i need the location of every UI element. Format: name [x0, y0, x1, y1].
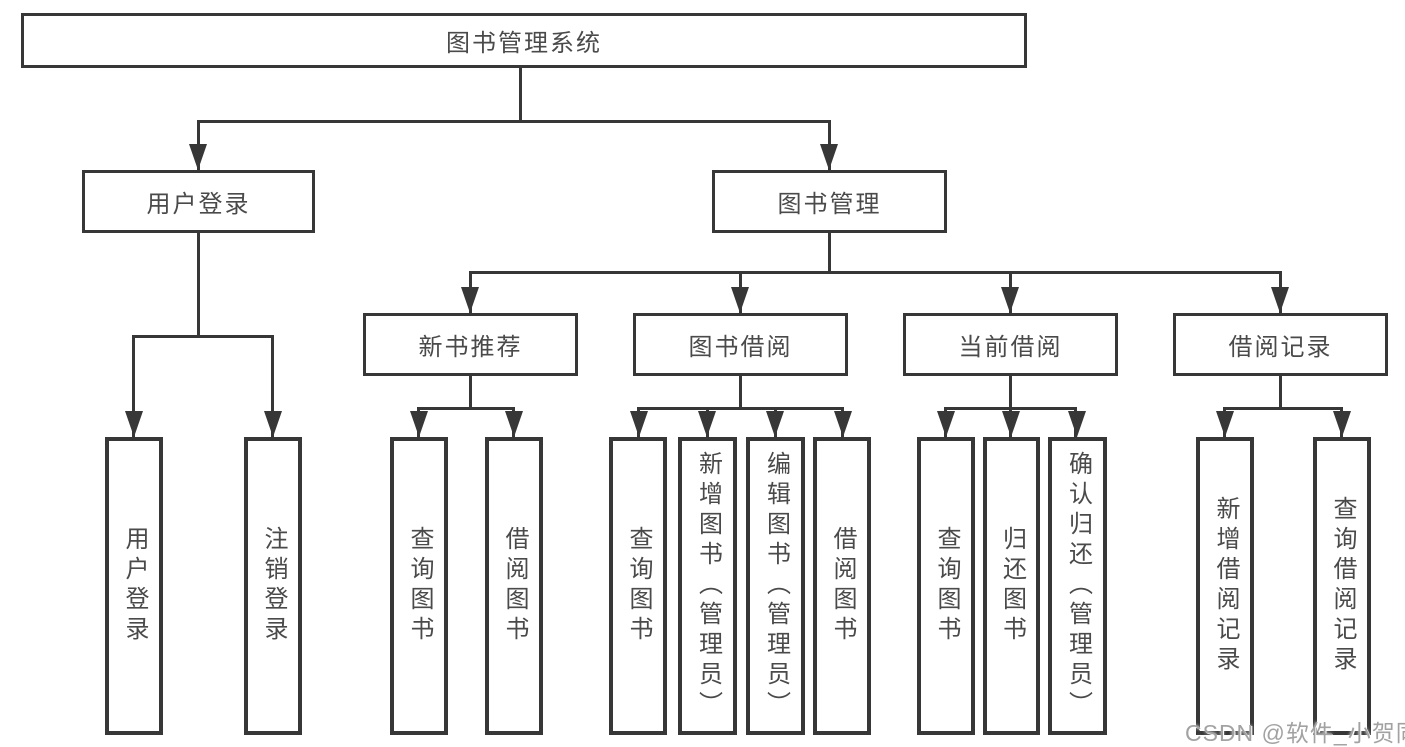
leaf-confirm-return-admin-label: 确认归还（管理员）	[1064, 451, 1092, 721]
arrowhead-icon	[125, 411, 143, 437]
connector-line	[417, 407, 515, 410]
leaf-add-borrow-record: 新增借阅记录	[1196, 437, 1254, 735]
connector-line	[197, 120, 831, 123]
connector-line	[271, 335, 274, 437]
leaf-borrow-books-recommend-label: 借阅图书	[501, 526, 528, 646]
leaf-query-books-borrowing: 查询图书	[609, 437, 667, 735]
leaf-query-books-recommend-label: 查询图书	[406, 526, 433, 646]
node-new-book-recommendation-label: 新书推荐	[418, 334, 523, 361]
leaf-borrow-books-borrowing-label: 借阅图书	[829, 526, 856, 646]
leaf-return-books-label: 归还图书	[998, 526, 1026, 646]
connector-line	[132, 335, 135, 437]
leaf-user-login: 用户登录	[105, 437, 163, 735]
connector-line	[739, 376, 742, 407]
leaf-query-borrow-record: 查询借阅记录	[1313, 437, 1371, 735]
leaf-query-borrow-record-label: 查询借阅记录	[1329, 496, 1356, 676]
node-book-management: 图书管理	[712, 170, 947, 233]
csdn-watermark: CSDN @软件_小贺同学	[1185, 720, 1405, 746]
arrowhead-icon	[505, 411, 523, 437]
node-library-system: 图书管理系统	[21, 13, 1027, 68]
arrowhead-icon	[937, 411, 955, 437]
arrowhead-icon	[264, 411, 282, 437]
connector-line	[828, 233, 831, 271]
connector-line	[519, 68, 522, 120]
connector-line	[1009, 376, 1012, 407]
node-borrowing-records: 借阅记录	[1173, 313, 1388, 376]
leaf-logout: 注销登录	[244, 437, 302, 735]
leaf-confirm-return-admin: 确认归还（管理员）	[1048, 437, 1107, 735]
arrowhead-icon	[189, 144, 207, 170]
connector-line	[132, 335, 274, 338]
arrowhead-icon	[1216, 411, 1234, 437]
leaf-query-books-recommend: 查询图书	[390, 437, 448, 735]
connector-line	[1279, 376, 1282, 407]
node-book-borrowing: 图书借阅	[633, 313, 848, 376]
arrowhead-icon	[834, 411, 852, 437]
arrowhead-icon	[1333, 411, 1351, 437]
node-library-system-label: 图书管理系统	[446, 30, 602, 57]
leaf-add-book-admin: 新增图书（管理员）	[678, 437, 737, 735]
arrowhead-icon	[766, 411, 784, 437]
node-book-management-label: 图书管理	[777, 191, 882, 218]
leaf-borrow-books-recommend: 借阅图书	[485, 437, 543, 735]
node-user-login: 用户登录	[82, 170, 315, 233]
arrowhead-icon	[698, 411, 716, 437]
arrowhead-icon	[461, 287, 479, 313]
leaf-add-book-admin-label: 新增图书（管理员）	[694, 451, 722, 721]
leaf-logout-label: 注销登录	[260, 526, 287, 646]
connector-line	[637, 407, 844, 410]
leaf-borrow-books-borrowing: 借阅图书	[813, 437, 871, 735]
leaf-return-books: 归还图书	[983, 437, 1040, 735]
node-current-borrowing: 当前借阅	[903, 313, 1118, 376]
connector-line	[469, 271, 1282, 274]
leaf-user-login-label: 用户登录	[121, 526, 148, 646]
leaf-query-books-borrowing-label: 查询图书	[625, 526, 652, 646]
node-book-borrowing-label: 图书借阅	[688, 334, 793, 361]
node-current-borrowing-label: 当前借阅	[958, 334, 1063, 361]
arrowhead-icon	[1002, 411, 1020, 437]
node-new-book-recommendation: 新书推荐	[363, 313, 578, 376]
node-borrowing-records-label: 借阅记录	[1228, 334, 1333, 361]
leaf-edit-book-admin-label: 编辑图书（管理员）	[762, 451, 790, 721]
connector-line	[1223, 407, 1343, 410]
arrowhead-icon	[1001, 287, 1019, 313]
connector-line	[469, 376, 472, 407]
arrowhead-icon	[1271, 287, 1289, 313]
connector-line	[197, 233, 200, 335]
leaf-query-books-current: 查询图书	[917, 437, 975, 735]
arrowhead-icon	[1068, 411, 1086, 437]
arrowhead-icon	[731, 287, 749, 313]
leaf-edit-book-admin: 编辑图书（管理员）	[746, 437, 805, 735]
arrowhead-icon	[410, 411, 428, 437]
arrowhead-icon	[630, 411, 648, 437]
node-user-login-label: 用户登录	[146, 191, 251, 218]
arrowhead-icon	[820, 144, 838, 170]
leaf-query-books-current-label: 查询图书	[933, 526, 960, 646]
leaf-add-borrow-record-label: 新增借阅记录	[1212, 496, 1239, 676]
